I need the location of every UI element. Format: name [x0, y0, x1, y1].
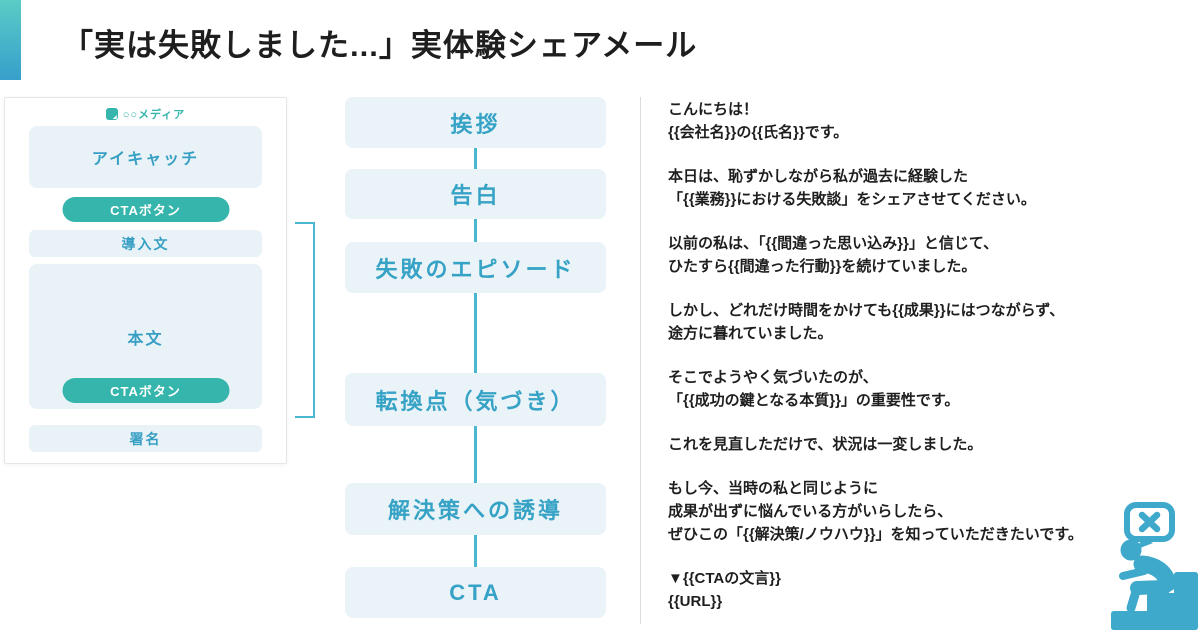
email-line: 「{{成功の鍵となる本質}}」の重要性です。	[668, 392, 960, 409]
accent-bar	[0, 0, 21, 80]
person-head	[1120, 539, 1142, 561]
seated-person-shape	[1119, 555, 1177, 613]
email-sample-text: こんにちは！ {{会社名}}の{{氏名}}です。 本日は、恥ずかしながら私が過去…	[668, 98, 1128, 630]
body-block-label: 本文	[127, 330, 164, 348]
flow-step-greeting: 挨拶	[345, 97, 606, 148]
email-paragraph: こんにちは！ {{会社名}}の{{氏名}}です。	[668, 98, 1128, 144]
email-line: 成果が出ずに悩んでいる方がいらしたら、	[668, 503, 953, 520]
flow-connector	[474, 219, 477, 242]
email-line: 途方に暮れていました。	[668, 325, 833, 342]
email-line: ひたすら{{間違った行動}}を続けていました。	[668, 258, 977, 275]
cta-button-bottom: CTAボタン	[62, 378, 229, 403]
email-line: こんにちは！	[668, 101, 759, 118]
signature-block: 署名	[29, 425, 262, 452]
cta-button-top: CTAボタン	[62, 197, 229, 222]
flow-step-failure-episode: 失敗のエピソード	[345, 242, 606, 293]
email-paragraph: しかし、どれだけ時間をかけても{{成果}}にはつながらず、 途方に暮れていました…	[668, 299, 1128, 345]
email-paragraph: ▼{{CTAの文言}} {{URL}}	[668, 567, 1128, 613]
email-line: しかし、どれだけ時間をかけても{{成果}}にはつながらず、	[668, 302, 1065, 319]
column-divider	[640, 97, 641, 624]
email-paragraph: これを見直しただけで、状況は一変しました。	[668, 433, 1128, 456]
body-block: 本文 CTAボタン	[29, 264, 262, 409]
flow-step-turning-point: 転換点（気づき）	[345, 373, 606, 426]
email-paragraph: そこでようやく気づいたのが、 「{{成功の鍵となる本質}}」の重要性です。	[668, 366, 1128, 412]
email-line: もし今、当時の私と同じように	[668, 480, 879, 497]
email-paragraph: もし今、当時の私と同じように 成果が出ずに悩んでいる方がいらしたら、 ぜひこの「…	[668, 477, 1128, 546]
flow-connector	[474, 148, 477, 169]
email-line: これを見直しただけで、状況は一変しました。	[668, 436, 983, 453]
intro-block: 導入文	[29, 230, 262, 257]
media-brand-label: ○○メディア	[122, 109, 186, 121]
media-book-icon	[105, 108, 118, 120]
email-line: {{URL}}	[668, 593, 723, 610]
media-brand: ○○メディア	[5, 106, 286, 122]
flow-step-solution-lead: 解決策への誘導	[345, 483, 606, 535]
email-line: ぜひこの「{{解決策/ノウハウ}}」を知っていただきたいです。	[668, 526, 1083, 543]
stairs-shape	[1111, 572, 1198, 630]
flow-step-confession: 告白	[345, 169, 606, 219]
email-line: ▼{{CTAの文言}}	[668, 570, 781, 587]
email-line: 「{{業務}}における失敗談」をシェアさせてください。	[668, 191, 1036, 208]
email-line: 本日は、恥ずかしながら私が過去に経験した	[668, 168, 969, 185]
page-title: 「実は失敗しました...」実体験シェアメール	[62, 28, 698, 63]
email-paragraph: 本日は、恥ずかしながら私が過去に経験した 「{{業務}}における失敗談」をシェア…	[668, 165, 1128, 211]
flow-connector	[474, 426, 477, 483]
email-line: 以前の私は、「{{間違った思い込み}}」と信じて、	[668, 235, 999, 252]
eyecatch-block: アイキャッチ	[29, 126, 262, 188]
speech-bubble-x-icon	[1124, 502, 1175, 550]
flow-connector	[474, 293, 477, 373]
flow-step-cta: CTA	[345, 567, 606, 618]
flow-connector	[474, 535, 477, 567]
bracket-connector	[295, 222, 315, 418]
email-paragraph: 以前の私は、「{{間違った思い込み}}」と信じて、 ひたすら{{間違った行動}}…	[668, 232, 1128, 278]
email-wireframe-panel: ○○メディア アイキャッチ CTAボタン 導入文 本文 CTAボタン 署名	[4, 97, 287, 464]
email-line: {{会社名}}の{{氏名}}です。	[668, 124, 849, 141]
person-on-stairs-icon	[1111, 502, 1198, 630]
email-line: そこでようやく気づいたのが、	[668, 369, 878, 386]
